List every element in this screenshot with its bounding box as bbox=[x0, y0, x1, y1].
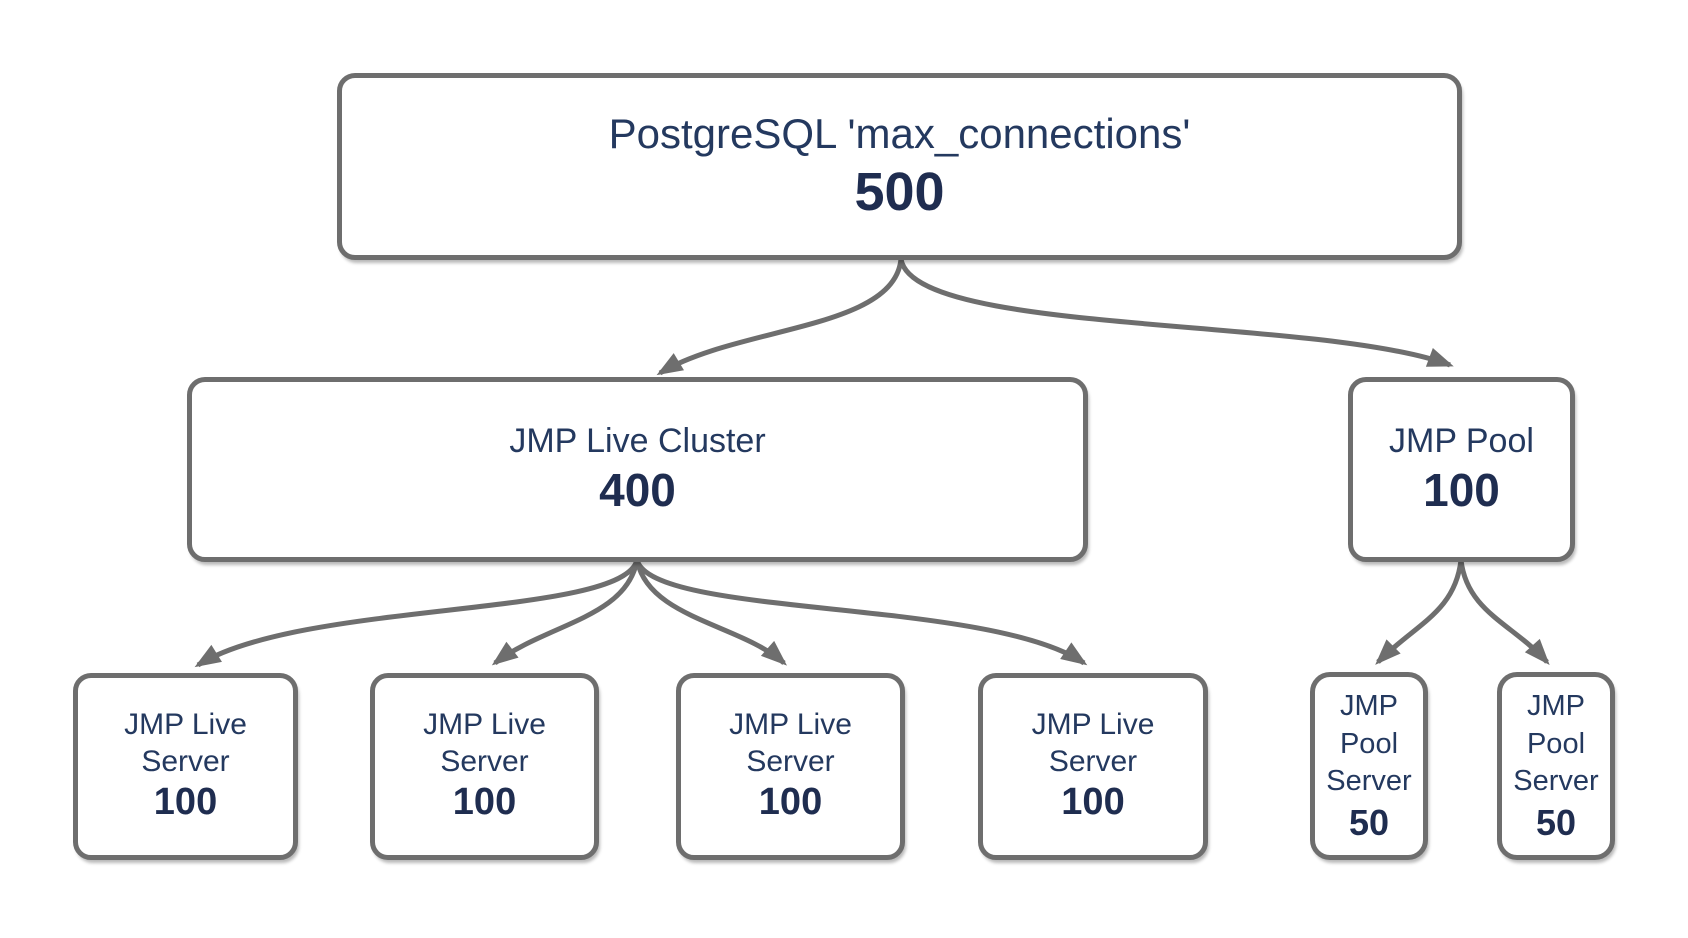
node-value: 100 bbox=[153, 781, 218, 824]
node-value: 50 bbox=[1348, 801, 1390, 843]
node-jmp-pool-server-2: JMP Pool Server 50 bbox=[1497, 672, 1615, 860]
node-jmp-live-server-1: JMP Live Server 100 bbox=[73, 673, 298, 860]
node-value: 100 bbox=[758, 781, 823, 824]
node-value: 100 bbox=[452, 781, 517, 824]
node-jmp-live-cluster: JMP Live Cluster 400 bbox=[187, 377, 1088, 562]
node-value: 400 bbox=[599, 463, 676, 516]
node-jmp-live-server-3: JMP Live Server 100 bbox=[676, 673, 905, 860]
node-label: JMP Live Server bbox=[729, 708, 852, 778]
edge-cluster-to-server2 bbox=[491, 559, 640, 666]
node-value: 100 bbox=[1061, 781, 1125, 824]
edge-pool-to-pool-server1 bbox=[1375, 559, 1464, 665]
edge-cluster-to-server3 bbox=[634, 559, 787, 666]
edge-root-to-pool bbox=[898, 258, 1454, 368]
edge-cluster-to-server1 bbox=[194, 559, 640, 668]
edge-root-to-cluster bbox=[656, 258, 904, 376]
node-label: JMP Live Server bbox=[124, 708, 247, 778]
node-postgresql-max-connections: PostgreSQL 'max_connections' 500 bbox=[337, 73, 1462, 260]
node-label: JMP Live Server bbox=[1031, 708, 1155, 778]
node-label: JMP Pool Server bbox=[1326, 689, 1412, 798]
node-jmp-pool-server-1: JMP Pool Server 50 bbox=[1310, 672, 1428, 860]
node-label: PostgreSQL 'max_connections' bbox=[608, 110, 1191, 158]
node-label: JMP Live Cluster bbox=[509, 422, 766, 461]
node-value: 100 bbox=[1423, 463, 1500, 516]
edge-cluster-to-server4 bbox=[634, 558, 1088, 666]
edge-pool-to-pool-server2 bbox=[1458, 559, 1550, 665]
node-label: JMP Live Server bbox=[423, 708, 546, 778]
node-jmp-live-server-2: JMP Live Server 100 bbox=[370, 673, 599, 860]
node-label: JMP Pool Server bbox=[1513, 689, 1599, 798]
node-jmp-pool: JMP Pool 100 bbox=[1348, 377, 1575, 562]
node-value: 50 bbox=[1535, 801, 1577, 843]
node-label: JMP Pool bbox=[1389, 422, 1534, 461]
node-jmp-live-server-4: JMP Live Server 100 bbox=[978, 673, 1208, 860]
node-value: 500 bbox=[854, 161, 945, 222]
